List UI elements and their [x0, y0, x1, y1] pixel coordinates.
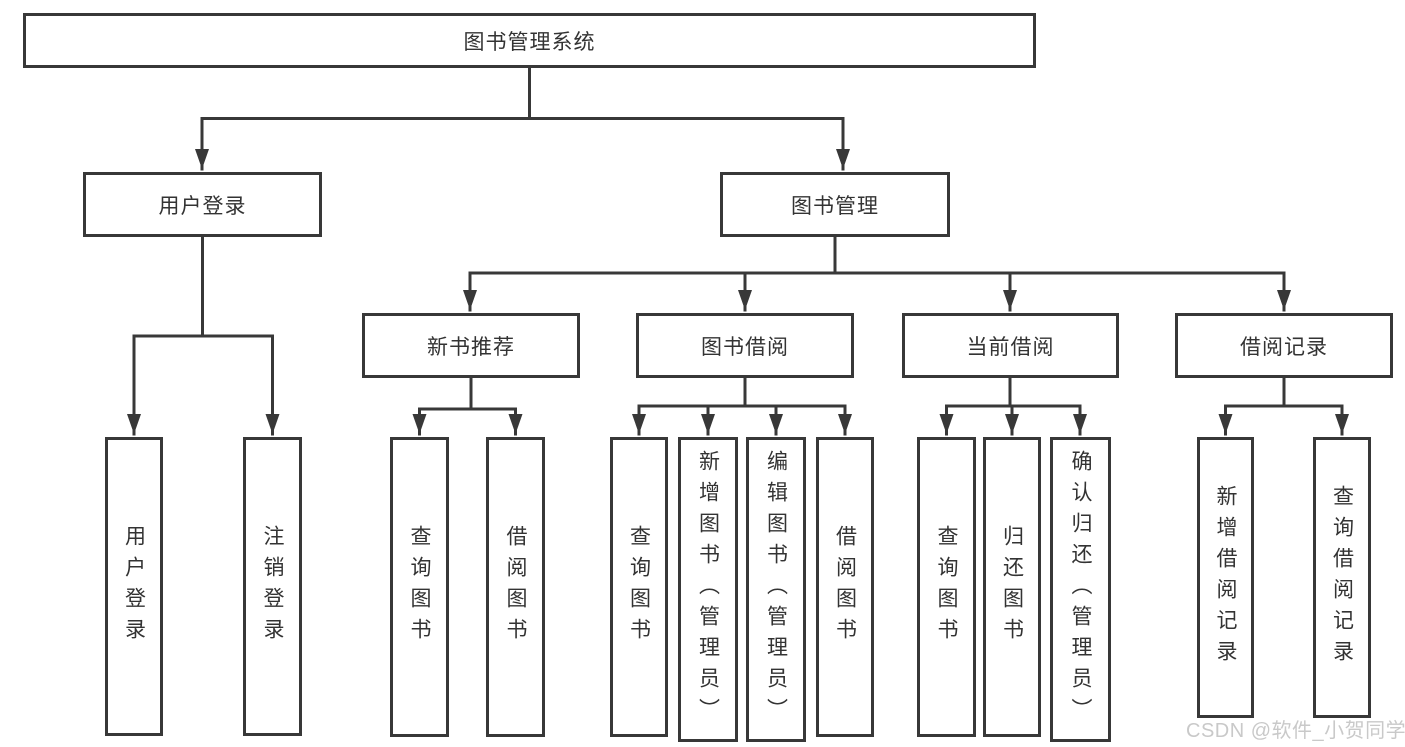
- leaf-edit-book-admin: 编辑图书（管理员）: [746, 437, 806, 742]
- leaf-query-books-recommend-label: 查询图书: [408, 525, 431, 649]
- leaf-add-borrow-record: 新增借阅记录: [1197, 437, 1254, 718]
- connector-current-borrow-children: [939, 376, 1087, 436]
- node-book-borrow: 图书借阅: [636, 313, 854, 378]
- node-book-management: 图书管理: [720, 172, 950, 237]
- node-current-borrow-label: 当前借阅: [966, 335, 1055, 359]
- connector-book-management-children: [463, 235, 1291, 312]
- leaf-query-borrow-record-label: 查询借阅记录: [1330, 484, 1354, 671]
- connector-book-borrow-children: [632, 376, 852, 436]
- node-root: 图书管理系统: [23, 13, 1036, 68]
- leaf-add-borrow-record-label: 新增借阅记录: [1214, 484, 1237, 671]
- leaf-query-borrow-record: 查询借阅记录: [1313, 437, 1371, 718]
- leaf-borrow-books: 借阅图书: [816, 437, 874, 737]
- node-book-management-label: 图书管理: [791, 194, 879, 218]
- connector-new-book-children: [412, 376, 523, 436]
- leaf-query-books-borrow: 查询图书: [610, 437, 668, 737]
- node-current-borrow: 当前借阅: [902, 313, 1119, 378]
- node-root-label: 图书管理系统: [463, 30, 596, 54]
- leaf-logout: 注销登录: [243, 437, 302, 736]
- leaf-borrow-books-label: 借阅图书: [833, 525, 857, 649]
- leaf-logout-label: 注销登录: [261, 524, 284, 649]
- leaf-return-book: 归还图书: [983, 437, 1041, 737]
- connector-user-login-children: [127, 235, 280, 436]
- leaf-confirm-return-admin-label: 确认归还（管理员）: [1069, 450, 1092, 729]
- leaf-return-book-label: 归还图书: [1000, 525, 1024, 649]
- node-borrow-records: 借阅记录: [1175, 313, 1393, 378]
- leaf-query-books-recommend: 查询图书: [390, 437, 449, 737]
- node-new-book-recommend-label: 新书推荐: [427, 335, 515, 359]
- node-new-book-recommend: 新书推荐: [362, 313, 580, 378]
- leaf-confirm-return-admin: 确认归还（管理员）: [1050, 437, 1111, 742]
- leaf-edit-book-admin-label: 编辑图书（管理员）: [764, 450, 788, 729]
- node-user-login-label: 用户登录: [158, 194, 247, 218]
- leaf-add-book-admin-label: 新增图书（管理员）: [696, 450, 720, 729]
- leaf-user-login-label: 用户登录: [122, 524, 146, 649]
- leaf-borrow-books-recommend: 借阅图书: [486, 437, 545, 737]
- leaf-query-books-borrow-label: 查询图书: [627, 525, 651, 649]
- leaf-query-books-current-label: 查询图书: [935, 525, 958, 649]
- leaf-user-login: 用户登录: [105, 437, 163, 736]
- connector-borrow-records-children: [1218, 376, 1349, 436]
- node-borrow-records-label: 借阅记录: [1240, 335, 1328, 359]
- node-book-borrow-label: 图书借阅: [701, 335, 789, 359]
- leaf-borrow-books-recommend-label: 借阅图书: [504, 525, 527, 649]
- leaf-add-book-admin: 新增图书（管理员）: [678, 437, 738, 742]
- watermark: CSDN @软件_小贺同学: [1186, 720, 1405, 742]
- connector-root-to-level2: [195, 66, 850, 171]
- leaf-query-books-current: 查询图书: [917, 437, 976, 737]
- node-user-login: 用户登录: [83, 172, 322, 237]
